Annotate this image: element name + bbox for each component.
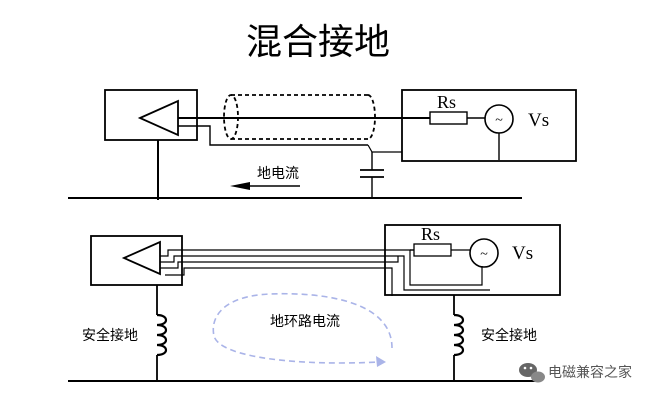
bottom-cable-return [165, 267, 393, 296]
top-return-wire [178, 125, 368, 146]
bottom-amplifier-box [90, 235, 183, 286]
ground-loop-arrowhead [376, 356, 386, 367]
safety-ground-left-label: 安全接地 [82, 327, 138, 344]
top-current-label: 地电流 [257, 166, 299, 182]
top-resistor-label: Rs [437, 92, 456, 112]
watermark-text: 电磁兼容之家 [548, 364, 632, 381]
top-shield-ground-lead [367, 144, 402, 153]
top-source-box [401, 89, 577, 162]
bottom-left-inductor [156, 313, 168, 357]
ground-loop-current-label: 地环路电流 [270, 314, 340, 330]
bottom-diagram [68, 224, 561, 382]
bottom-voltage-source [469, 238, 499, 268]
top-source-symbol: ~ [495, 113, 503, 128]
bottom-right-inductor [453, 313, 465, 357]
page-title: 混合接地 [246, 22, 390, 63]
bottom-source-box [384, 224, 561, 296]
safety-ground-right-label: 安全接地 [481, 327, 537, 344]
top-amplifier-triangle [137, 99, 179, 137]
bottom-source-symbol: ~ [480, 247, 488, 262]
top-amplifier-box [104, 89, 198, 141]
bottom-source-label: Vs [512, 243, 533, 264]
top-source-label: Vs [528, 110, 549, 131]
wechat-icon [519, 363, 545, 383]
top-resistor [429, 111, 468, 125]
bottom-cable-inner-top [160, 255, 490, 291]
bottom-cable-outer-bottom [160, 256, 399, 269]
bottom-resistor [413, 243, 452, 257]
top-diagram [68, 89, 577, 200]
bottom-amplifier-triangle [121, 240, 161, 276]
watermark: 电磁兼容之家 [519, 363, 632, 383]
top-current-arrowhead [230, 182, 250, 190]
bottom-resistor-label: Rs [421, 224, 440, 244]
